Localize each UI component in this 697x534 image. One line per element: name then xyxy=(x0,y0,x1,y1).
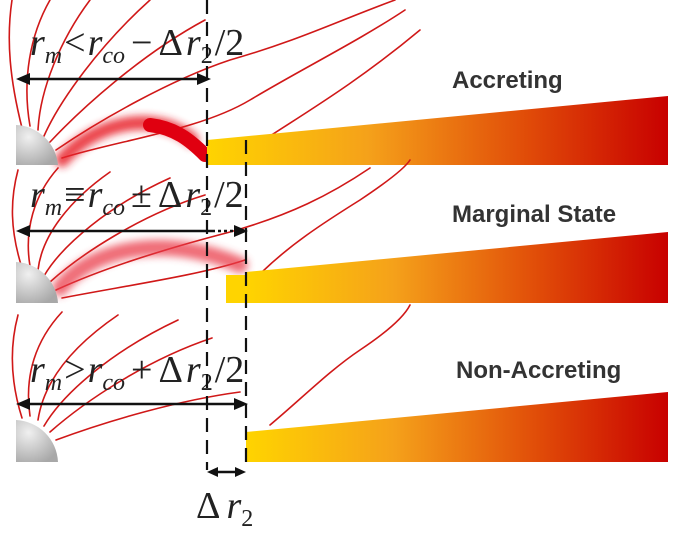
panel-marginal: rm≡rco±Δr2/2 Marginal State xyxy=(11,159,668,303)
field-lines xyxy=(8,0,421,159)
magnetospheric-radius-arrow xyxy=(16,225,248,237)
magnetospheric-radius-arrow xyxy=(16,73,211,85)
equation-accreting: rm<rco−Δr2/2 xyxy=(30,22,244,69)
delta-r2-arrow xyxy=(207,467,246,477)
accretion-disk xyxy=(207,96,668,165)
magnetospheric-radius-arrow xyxy=(16,398,248,410)
state-label-accreting: Accreting xyxy=(452,67,563,94)
accretion-stream-core xyxy=(143,118,212,162)
neutron-star xyxy=(16,262,58,303)
accretion-stream xyxy=(52,239,248,296)
panel-accreting: rm<rco−Δr2/2 Accreting xyxy=(8,0,668,167)
state-label-non-accreting: Non-Accreting xyxy=(456,357,621,384)
accretion-disk xyxy=(246,232,668,303)
neutron-star xyxy=(16,125,58,165)
panel-non-accreting: rm>rco+Δr2/2 Non-Accreting xyxy=(11,304,668,462)
field-lines xyxy=(11,159,411,299)
accretion-disk xyxy=(246,392,668,462)
neutron-star xyxy=(16,420,58,462)
equation-non-accreting: rm>rco+Δr2/2 xyxy=(30,349,244,396)
field-lines xyxy=(11,304,411,441)
equation-marginal: rm≡rco±Δr2/2 xyxy=(30,174,244,221)
state-label-marginal: Marginal State xyxy=(452,201,616,228)
